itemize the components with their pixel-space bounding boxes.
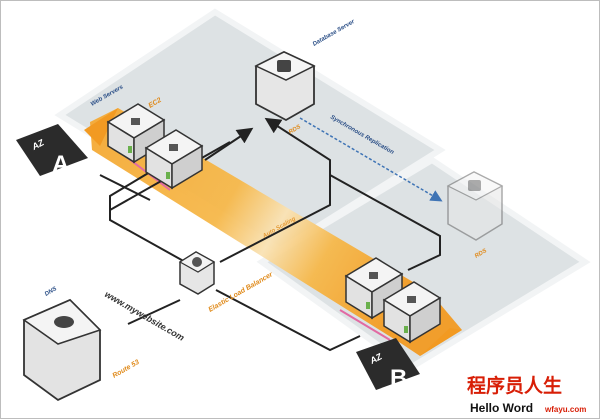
az-b-letter: B [390, 365, 407, 392]
rds-label-b: RDS [474, 248, 488, 260]
database-server-standby[interactable] [446, 171, 504, 241]
az-a-tag: AZ A [16, 124, 88, 178]
watermark-site: wfayu.com [544, 405, 586, 414]
band-arrow-right [420, 328, 462, 356]
server-chip-icon [169, 144, 178, 151]
route53-label: Route 53 [112, 359, 141, 380]
watermark-hello-word: Hello Word [470, 401, 533, 415]
server-chip-icon [131, 118, 140, 125]
status-led-icon [166, 172, 170, 179]
dns-label: DNS [44, 286, 58, 298]
status-led-icon [128, 146, 132, 153]
watermark-title: 程序员人生 [467, 374, 562, 397]
website-url-label[interactable]: www.mywebsite.com [103, 289, 186, 343]
server-chip-icon [407, 296, 416, 303]
az-a-letter: A [52, 151, 69, 178]
replication-arrow [299, 117, 443, 202]
status-led-icon [366, 302, 370, 309]
load-balancer-node[interactable] [178, 251, 216, 295]
pink-link-b [339, 309, 391, 341]
database-icon [468, 180, 481, 191]
zone-b-panel [256, 156, 591, 372]
server-chip-icon [369, 272, 378, 279]
web-server-cube-4[interactable] [382, 281, 442, 344]
elb-label: Elastic Load Balancer [208, 271, 276, 314]
dns-cloud-icon [54, 316, 74, 328]
database-server-label: Database Server [312, 19, 356, 48]
az-b-tag: AZ B [356, 338, 420, 392]
database-icon [277, 60, 291, 72]
web-server-cube-1[interactable] [106, 103, 166, 164]
database-server-primary[interactable] [254, 51, 316, 122]
rds-label-a: RDS [288, 124, 302, 136]
web-server-cube-3[interactable] [344, 257, 404, 320]
balancer-icon [192, 257, 202, 267]
route53-dns-block[interactable] [22, 298, 102, 402]
connection-lines [99, 117, 441, 352]
status-led-icon [404, 326, 408, 333]
web-server-cube-2[interactable] [144, 129, 204, 190]
band-arrow-left [84, 108, 118, 146]
